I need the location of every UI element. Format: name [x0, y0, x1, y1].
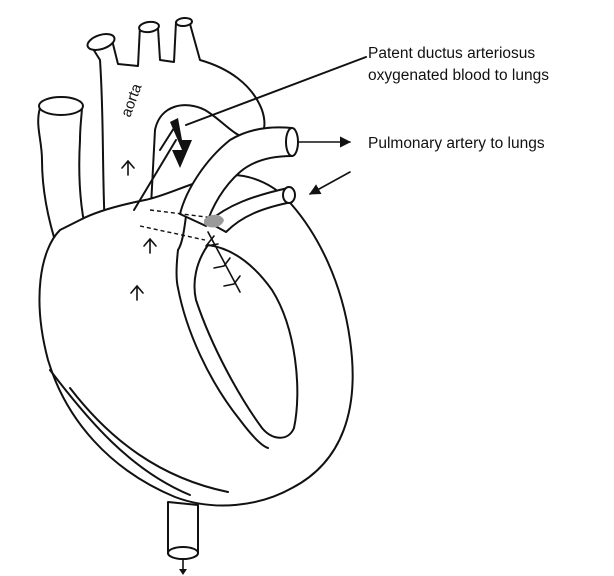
heart-body: [39, 175, 352, 506]
label-pulmonary: Pulmonary artery to lungs: [368, 135, 545, 152]
label-ductus-line2: oxygenated blood to lungs: [368, 67, 549, 84]
label-ductus-line1: Patent ductus arteriosus: [368, 45, 535, 62]
inferior-vena-cava: [168, 502, 198, 575]
